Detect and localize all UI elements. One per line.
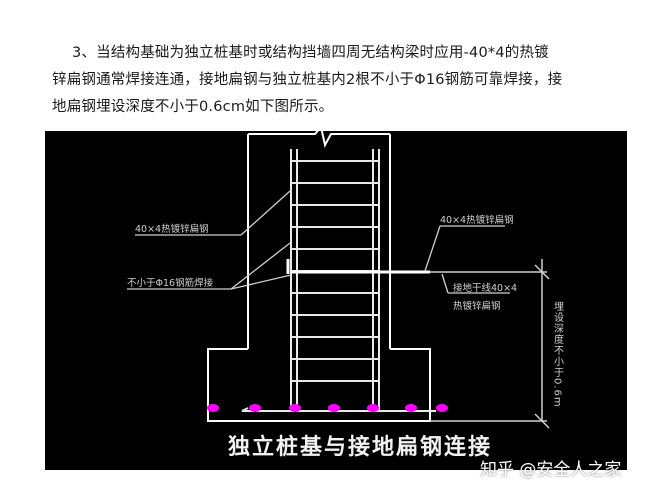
footing-outline: [207, 348, 431, 422]
break-line: [248, 131, 390, 148]
main-rebar-dots: [207, 404, 448, 412]
rebar-dot: [367, 404, 379, 412]
leader-lines: [127, 190, 510, 294]
grounding-strip: [286, 259, 430, 274]
depth-dimension: [430, 259, 550, 429]
label-left-strip: 40×4热镀锌扁钢: [135, 223, 209, 235]
label-connect-1: 接地干线40×4: [453, 282, 517, 294]
label-depth: 埋设深度不小于0.6m: [552, 301, 564, 408]
paragraph-line-2: 锌扁钢通常焊接连通，接地扁钢与独立桩基内2根不小于Φ16钢筋可靠焊接，接: [52, 72, 563, 88]
rebar-dot: [328, 404, 340, 412]
paragraph-line-3: 地扁钢埋设深度不小于0.6cm如下图所示。: [52, 99, 334, 115]
figure-caption: 独立桩基与接地扁钢连接: [228, 434, 492, 460]
label-right-strip: 40×4热镀锌扁钢: [440, 214, 514, 226]
paragraph-line-1: 3、当结构基础为独立桩基时或结构挡墙四周无结构梁时应用-40*4的热镀: [72, 45, 549, 61]
description-paragraph: 3、当结构基础为独立桩基时或结构挡墙四周无结构梁时应用-40*4的热镀 锌扁钢通…: [52, 40, 630, 121]
rebar-dot: [405, 404, 417, 412]
rebar-dot: [207, 404, 219, 412]
watermark-text: 知乎 @安全人之家: [480, 460, 622, 480]
label-connect-2: 热镀锌扁钢: [453, 300, 501, 312]
cad-drawing: 40×4热镀锌扁钢 不小于Φ16钢筋焊接 40×4热镀锌扁钢 接地干线40×4 …: [45, 131, 627, 470]
pile-foundation-drawing: 40×4热镀锌扁钢 不小于Φ16钢筋焊接 40×4热镀锌扁钢 接地干线40×4 …: [127, 131, 564, 460]
label-weld: 不小于Φ16钢筋焊接: [127, 277, 214, 289]
rebar-dot: [436, 404, 448, 412]
rebar-dot: [289, 404, 301, 412]
rebar-dot: [249, 404, 261, 412]
